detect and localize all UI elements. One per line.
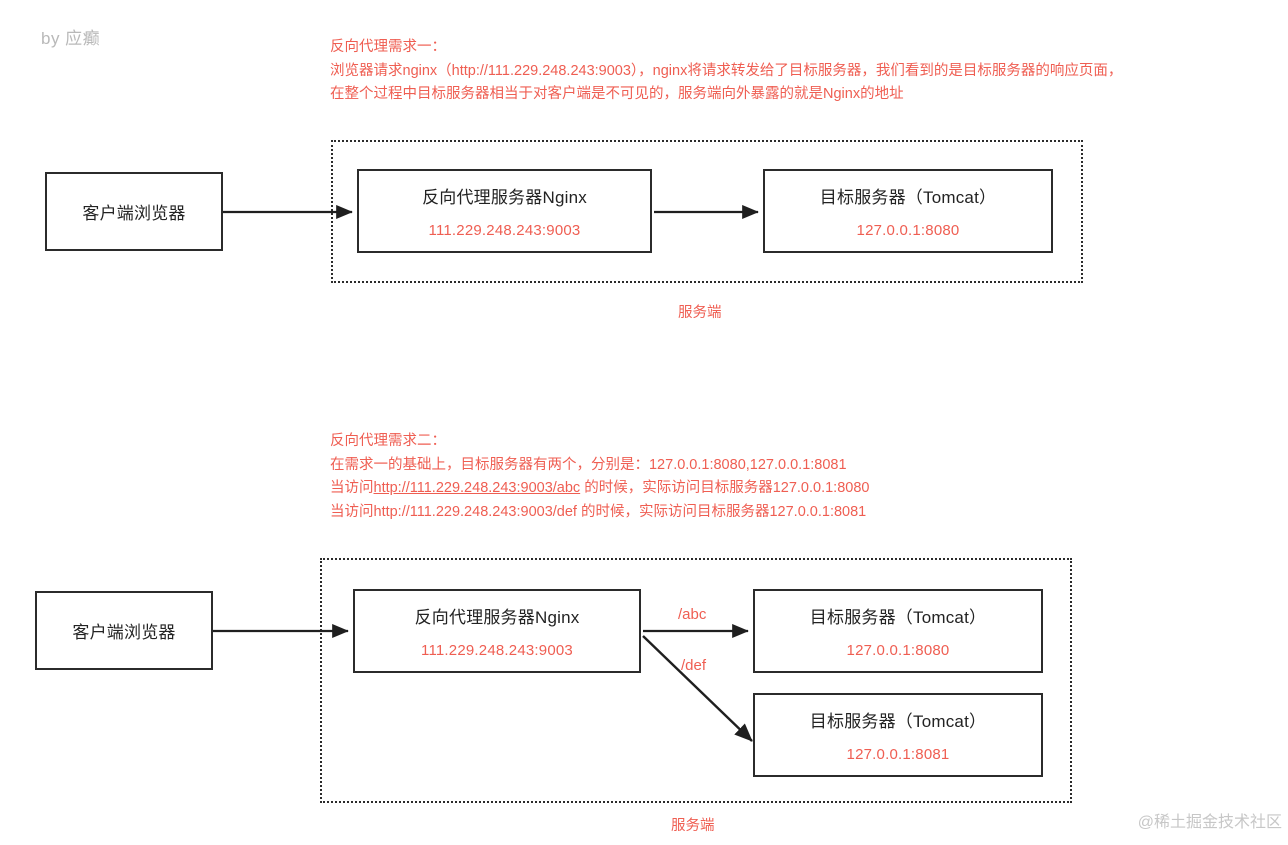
node-client-browser-one[interactable]: 客户端浏览器 — [45, 172, 223, 251]
route-label-def: /def — [681, 657, 707, 674]
node-nginx-proxy-two[interactable]: 反向代理服务器Nginx 111.229.248.243:9003 — [353, 589, 641, 673]
annotation-one-line-1: 反向代理需求一： — [330, 39, 446, 55]
route-label-abc: /abc — [678, 606, 707, 623]
server-boundary-label-two: 服务端 — [671, 818, 715, 834]
annotation-two-line-1: 反向代理需求二： — [330, 433, 446, 449]
annotation-requirement-two: 反向代理需求二： 在需求一的基础上，目标服务器有两个，分别是：127.0.0.1… — [330, 430, 869, 524]
annotation-requirement-one: 反向代理需求一： 浏览器请求nginx（http://111.229.248.2… — [330, 36, 1122, 107]
node-nginx-proxy-one[interactable]: 反向代理服务器Nginx 111.229.248.243:9003 — [357, 169, 652, 253]
server-boundary-label-one: 服务端 — [678, 305, 722, 321]
node-title: 目标服务器（Tomcat） — [809, 608, 987, 627]
annotation-two-line-4: 当访问http://111.229.248.243:9003/def 的时候，实… — [330, 501, 869, 525]
author-byline: by 应癫 — [41, 29, 101, 48]
community-watermark: @稀土掘金技术社区 — [1137, 814, 1282, 831]
server-boundary-group-two — [320, 558, 1072, 803]
node-address: 127.0.0.1:8081 — [846, 746, 950, 763]
node-target-tomcat-8080[interactable]: 目标服务器（Tomcat） 127.0.0.1:8080 — [753, 589, 1043, 673]
node-title: 目标服务器（Tomcat） — [819, 188, 997, 207]
annotation-one-line-2: 浏览器请求nginx（http://111.229.248.243:9003），… — [330, 62, 1123, 79]
annotation-two-line-4-url[interactable]: http://111.229.248.243:9003/def — [373, 503, 577, 520]
node-address: 127.0.0.1:8080 — [856, 222, 960, 239]
annotation-two-line-3-url[interactable]: http://111.229.248.243:9003/abc — [373, 480, 581, 496]
node-target-tomcat-8081[interactable]: 目标服务器（Tomcat） 127.0.0.1:8081 — [753, 693, 1043, 777]
node-title: 反向代理服务器Nginx — [414, 608, 580, 627]
annotation-two-line-3-suffix: 的时候，实际访问目标服务器127.0.0.1:8080 — [580, 480, 870, 496]
annotation-one-line-3: 在整个过程中目标服务器相当于对客户端是不可见的，服务端向外暴露的就是Nginx的… — [330, 86, 904, 102]
annotation-two-line-4-prefix: 当访问 — [330, 503, 374, 520]
node-client-browser-two[interactable]: 客户端浏览器 — [35, 591, 213, 670]
annotation-two-line-4-suffix: 的时候，实际访问目标服务器127.0.0.1:8081 — [576, 503, 867, 520]
node-title: 目标服务器（Tomcat） — [809, 712, 987, 731]
node-address: 127.0.0.1:8080 — [846, 642, 950, 659]
node-title: 客户端浏览器 — [82, 204, 186, 223]
node-target-tomcat-one[interactable]: 目标服务器（Tomcat） 127.0.0.1:8080 — [763, 169, 1053, 253]
node-title: 客户端浏览器 — [72, 623, 176, 642]
node-address: 111.229.248.243:9003 — [421, 642, 573, 659]
annotation-two-line-3: 当访问http://111.229.248.243:9003/abc 的时候，实… — [330, 477, 869, 501]
annotation-two-line-3-prefix: 当访问 — [330, 480, 374, 496]
annotation-two-line-2: 在需求一的基础上，目标服务器有两个，分别是：127.0.0.1:8080,127… — [330, 456, 847, 473]
node-title: 反向代理服务器Nginx — [422, 188, 587, 207]
node-address: 111.229.248.243:9003 — [428, 222, 581, 239]
